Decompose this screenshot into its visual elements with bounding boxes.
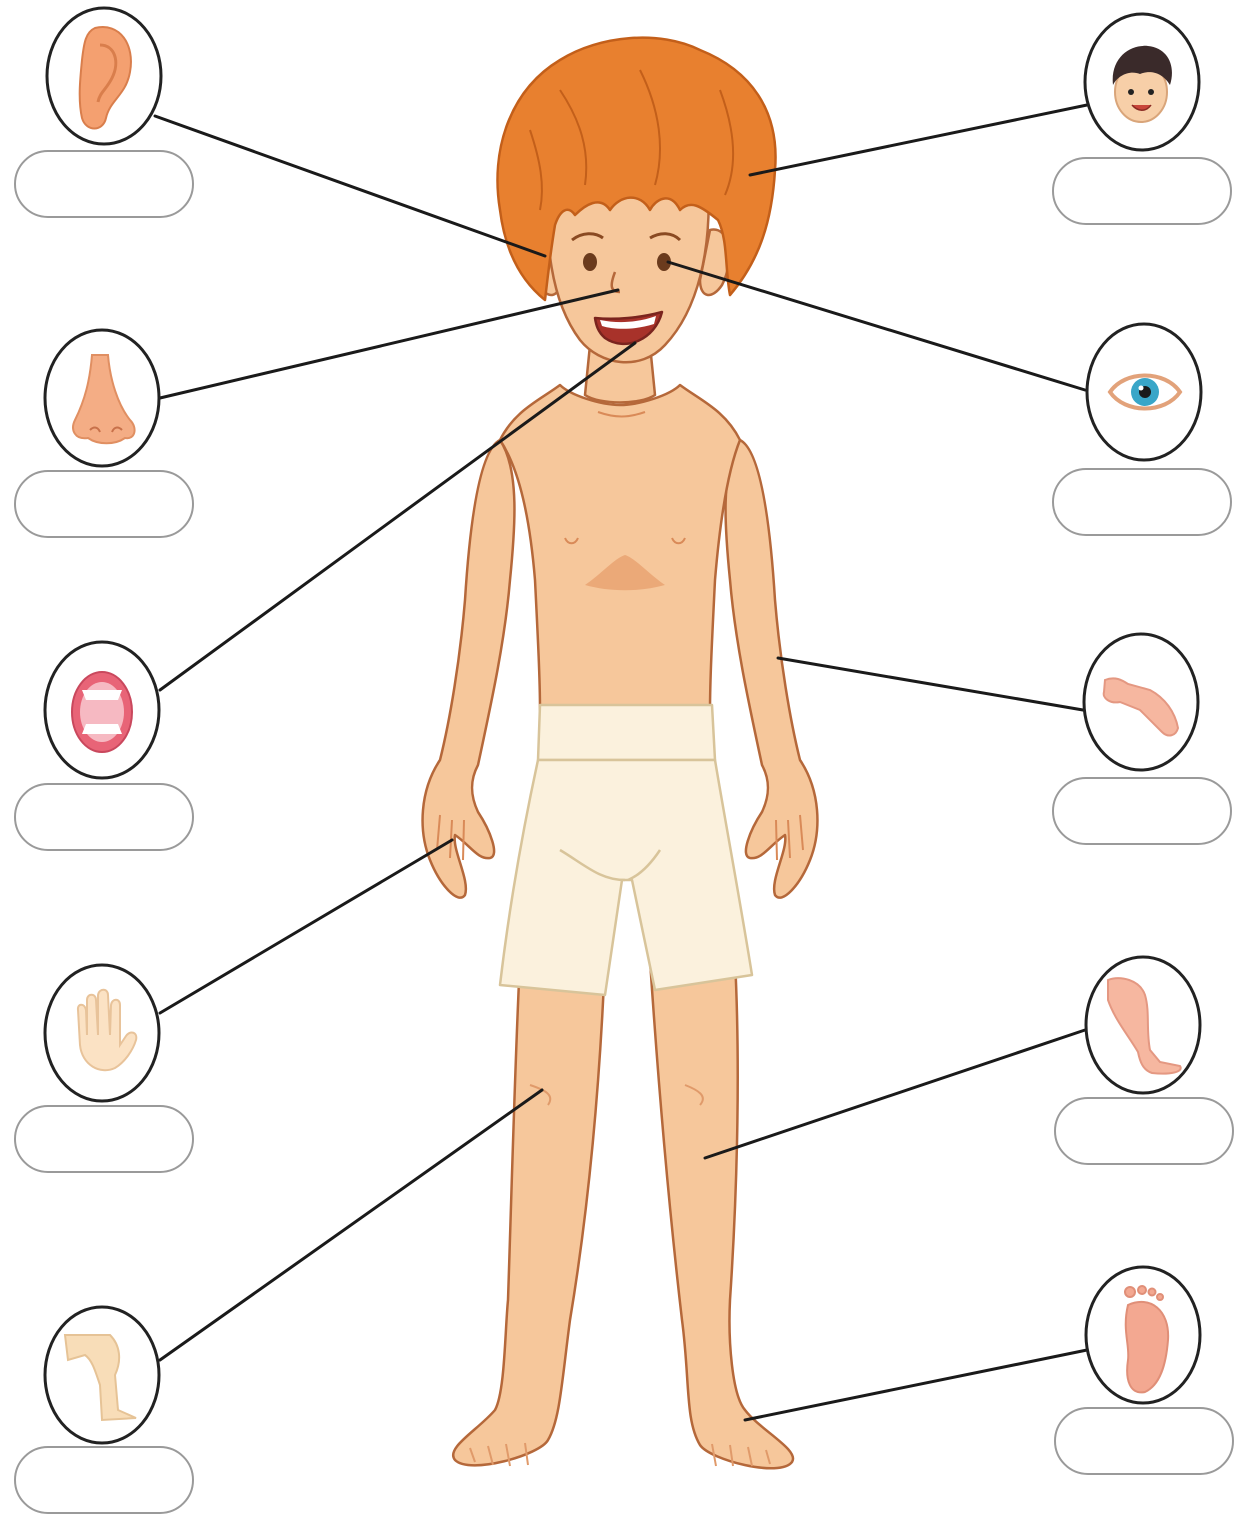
connector-arm	[778, 658, 1083, 710]
leg-answer-box[interactable]	[1054, 1097, 1234, 1165]
connector-hand	[160, 840, 452, 1013]
boy-illustration	[423, 38, 818, 1469]
connector-hair	[750, 105, 1087, 175]
connector-leg	[705, 1030, 1085, 1158]
eye-icon	[1110, 376, 1180, 409]
connector-knee	[160, 1090, 542, 1360]
knee-answer-box[interactable]	[14, 1446, 194, 1514]
mouth-answer-box[interactable]	[14, 783, 194, 851]
hair-answer-box[interactable]	[1052, 157, 1232, 225]
arm-answer-box[interactable]	[1052, 777, 1232, 845]
connector-eye	[668, 262, 1085, 390]
torso	[500, 385, 740, 710]
hand-answer-box[interactable]	[14, 1105, 194, 1173]
nose-answer-box[interactable]	[14, 470, 194, 538]
legs	[453, 960, 793, 1468]
shorts	[500, 705, 752, 995]
connector-foot	[745, 1350, 1087, 1420]
foot-answer-box[interactable]	[1054, 1407, 1234, 1475]
eye-answer-box[interactable]	[1052, 468, 1232, 536]
ear-answer-box[interactable]	[14, 150, 194, 218]
connector-ear	[155, 116, 545, 256]
connector-nose	[160, 290, 618, 398]
mouth-icon	[72, 672, 132, 752]
